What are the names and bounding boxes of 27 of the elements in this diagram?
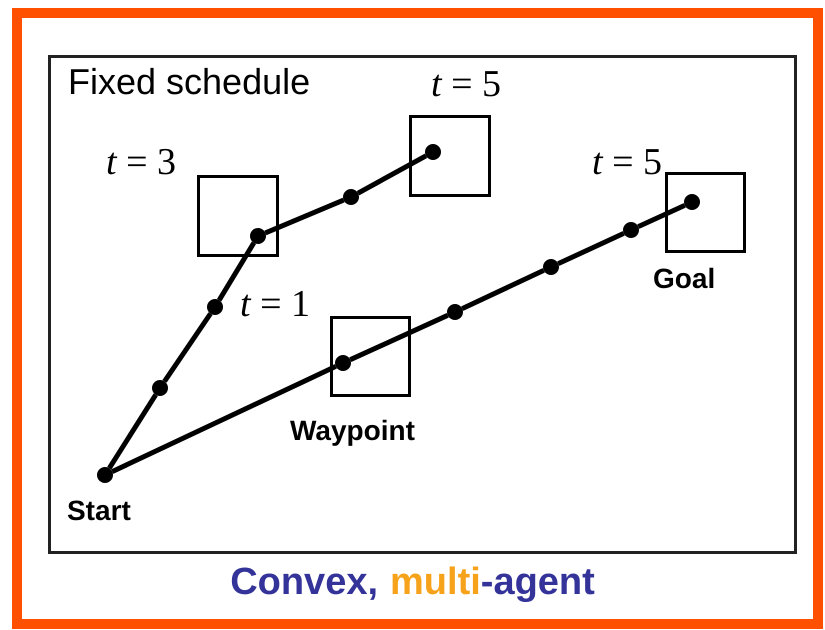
caption-text: Convex, bbox=[230, 560, 378, 605]
square-region bbox=[330, 316, 411, 397]
panel bbox=[48, 55, 797, 554]
square-region bbox=[409, 115, 491, 197]
path-segment bbox=[461, 268, 545, 311]
caption-text: multi bbox=[390, 560, 481, 605]
time-label: t = 1 bbox=[240, 282, 310, 326]
time-label: t = 5 bbox=[592, 140, 662, 184]
point-label: Waypoint bbox=[290, 414, 415, 448]
path-segment bbox=[107, 393, 158, 470]
caption-text: -agent bbox=[480, 560, 595, 605]
path-segment bbox=[557, 231, 625, 266]
square-region bbox=[665, 172, 746, 253]
point-label: Goal bbox=[653, 262, 716, 296]
time-label: t = 5 bbox=[431, 62, 501, 106]
path-segment bbox=[356, 154, 428, 196]
path-segment bbox=[264, 198, 345, 236]
path-segment bbox=[217, 242, 256, 302]
time-label: t = 3 bbox=[106, 140, 176, 184]
path-segment bbox=[637, 203, 686, 229]
square-region bbox=[197, 175, 279, 257]
panel-title: Fixed schedule bbox=[68, 60, 310, 104]
point-label: Start bbox=[67, 494, 131, 528]
path-segment bbox=[162, 312, 213, 383]
frame bbox=[12, 8, 823, 629]
path-segment bbox=[111, 364, 337, 474]
path-segment bbox=[349, 313, 449, 362]
